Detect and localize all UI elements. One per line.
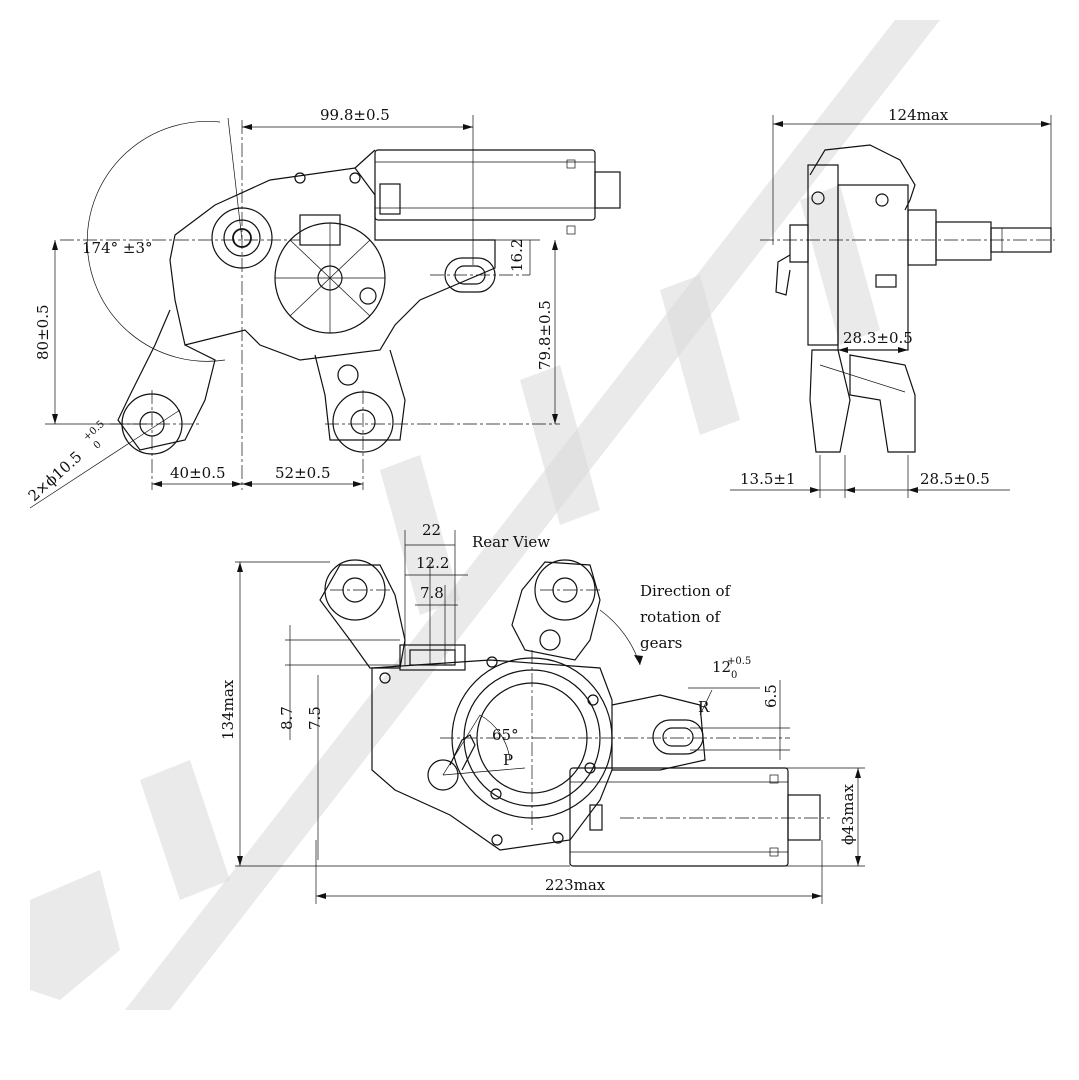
front-hole-tol-lower: 0 (92, 439, 104, 451)
rotation-note-line-3: gears (640, 634, 682, 652)
rear-height-dim: 134max (219, 679, 237, 740)
front-width-dim: 99.8±0.5 (320, 106, 390, 124)
front-bottom-left-dim: 40±0.5 (170, 464, 226, 482)
side-view: 124max 28.3±0.5 13.5±1 28.5±0.5 (730, 106, 1055, 498)
rear-diameter-dim: ϕ43max (839, 784, 857, 845)
front-height-right-dim: 79.8±0.5 (536, 300, 554, 370)
front-bottom-right-dim: 52±0.5 (275, 464, 331, 482)
side-mid-dim: 28.3±0.5 (843, 329, 913, 347)
front-offset-dim: 16.2 (508, 239, 526, 272)
rear-top-dim-12: 12.2 (416, 554, 449, 572)
rotation-note-line-1: Direction of (640, 582, 732, 600)
rear-top-dim-7: 7.8 (420, 584, 444, 602)
side-bottom-right-dim: 28.5±0.5 (920, 470, 990, 488)
front-height-left-dim: 80±0.5 (34, 304, 52, 360)
rear-slot-offset-dim: 6.5 (762, 684, 780, 708)
watermark (30, 20, 940, 1010)
side-bottom-left-dim: 13.5±1 (740, 470, 796, 488)
rear-p-label: P (503, 751, 513, 769)
rear-slot-tol-lower: 0 (731, 670, 737, 681)
front-angle-dim: 174° ±3° (82, 239, 153, 257)
rear-left-dim-8: 8.7 (278, 706, 296, 730)
front-hole-tol-upper: +0.5 (81, 419, 106, 443)
rear-angle-dim: 65° (492, 726, 519, 744)
rear-view: Rear View Direction of rotation of gears… (219, 521, 865, 904)
front-hole-dim: 2×ϕ10.5 (25, 448, 86, 505)
rear-top-dim-22: 22 (422, 521, 441, 539)
side-width-dim: 124max (888, 106, 949, 124)
rear-left-dim-7: 7.5 (306, 706, 324, 730)
rear-slot-tol-upper: +0.5 (727, 656, 751, 667)
rear-view-title: Rear View (472, 533, 550, 551)
rear-slot-dim: 12 (712, 658, 731, 676)
rotation-note-line-2: rotation of (640, 608, 721, 626)
front-view: 99.8±0.5 174° ±3° 80±0.5 16.2 79.8±0.5 2… (25, 106, 621, 509)
rear-r-label: R (698, 698, 710, 716)
rear-width-dim: 223max (545, 876, 606, 894)
